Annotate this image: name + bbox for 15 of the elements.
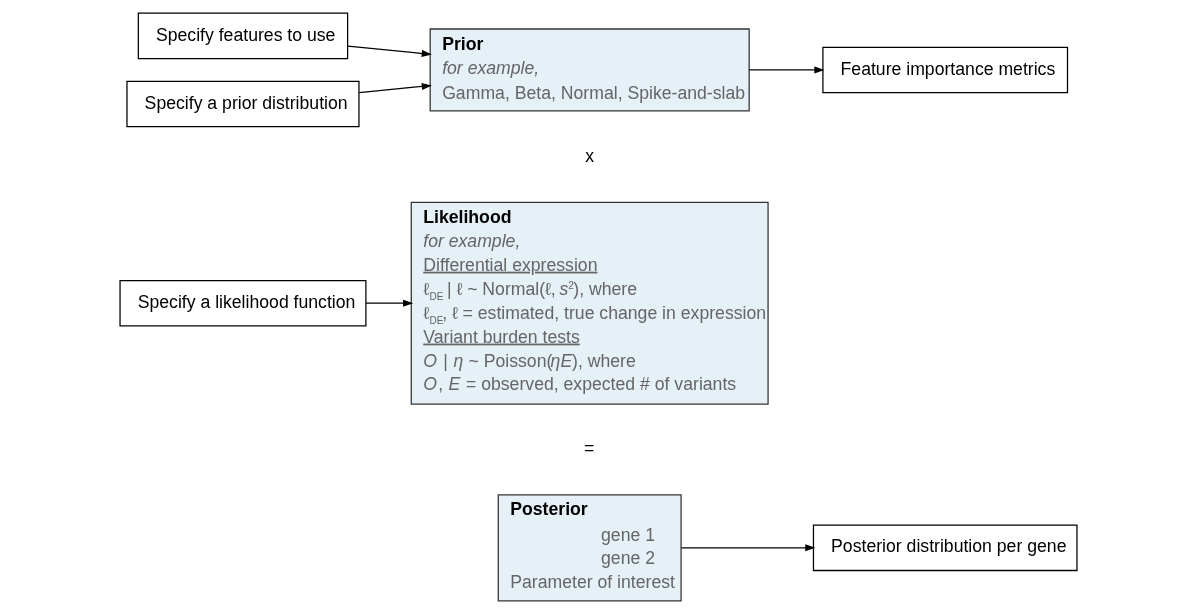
node-box: Specify features to use — [137, 12, 348, 60]
node-box: Feature importance metrics — [821, 46, 1068, 94]
arrow — [364, 299, 413, 307]
node-box: Posterior gene 1 gene 2 Parameter of interest — [497, 494, 682, 602]
label: x — [584, 145, 594, 166]
arrow — [748, 66, 824, 74]
node-box: Specify a prior distribution — [125, 80, 360, 128]
node-box: Specify a likelihood function — [118, 279, 366, 327]
arrow — [358, 82, 432, 94]
arrow — [346, 45, 432, 57]
node-box: Prior for example, Gamma, Beta, Normal, Spike-and-slab — [429, 28, 750, 112]
node-box: Likelihood for example, Differential expression ℓ$_{DE}$ | ℓ ~ Normal(ℓ, s$^{2}$), where ℓ$_{DE}$, ℓ = estimated, true change in expression Variant burden tests O | η ~ Poisson(ηE), where O, E = observed, expected # of variants — [410, 201, 769, 405]
node-box: Posterior distribution per gene — [812, 524, 1078, 572]
arrow — [680, 544, 815, 552]
label: = — [583, 438, 594, 459]
